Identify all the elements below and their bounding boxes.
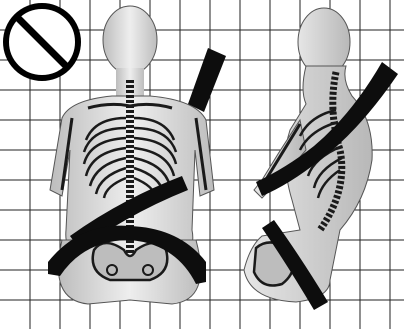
front-head: [103, 6, 157, 74]
front-shoulder-belt: [188, 48, 226, 112]
no-symbol-icon: [6, 6, 78, 78]
side-view-figure: [244, 8, 398, 310]
